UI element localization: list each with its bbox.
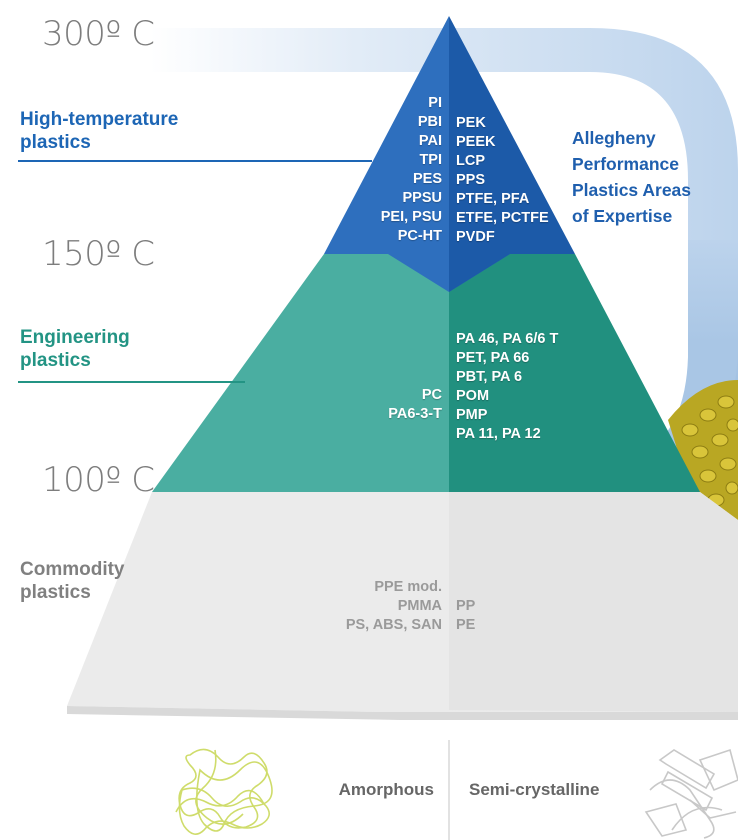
plastic-item: PEEK <box>456 134 496 150</box>
plastic-item: PS, ABS, SAN <box>345 617 442 633</box>
plastic-item: PPSU <box>402 190 443 206</box>
plastic-item: PET, PA 66 <box>456 350 530 366</box>
plastic-item: PI <box>428 95 442 111</box>
expertise-line: Performance <box>572 154 679 174</box>
commodity-category: Commodity plastics <box>20 558 125 604</box>
plastic-item: TPI <box>419 152 442 168</box>
plastic-item: POM <box>456 388 490 404</box>
category-line-1: High-temperature <box>20 109 179 130</box>
high-temp-amorphous-list: PI PBI PAI TPI PES PPSU PEI, PSU PC-HT <box>381 94 442 246</box>
temperature-100-label: 100º C <box>42 460 155 500</box>
plastic-item: PPE mod. <box>374 579 442 595</box>
expertise-label: Allegheny Performance Plastics Areas of … <box>572 125 691 229</box>
plastic-item: PA 11, PA 12 <box>456 426 541 442</box>
plastic-item: PEK <box>456 115 486 131</box>
plastic-item: PTFE, PFA <box>456 191 530 207</box>
expertise-line: of Expertise <box>572 206 673 226</box>
temperature-300-label: 300º C <box>42 14 155 54</box>
plastic-item: PBT, PA 6 <box>456 369 523 385</box>
expertise-line: Plastics Areas <box>572 180 692 200</box>
plastic-item: PC <box>421 387 442 403</box>
high-temperature-category: High-temperature plastics <box>20 108 178 154</box>
category-line-2: plastics <box>20 132 91 153</box>
plastic-item: PA6-3-T <box>388 406 442 422</box>
expertise-line: Allegheny <box>572 128 656 148</box>
amorphous-label: Amorphous <box>338 780 434 799</box>
plastic-item: PES <box>412 171 442 187</box>
plastic-item: ETFE, PCTFE <box>456 210 549 226</box>
commodity-semi-crystalline-list: PP PE <box>456 597 475 635</box>
plastic-item: PAI <box>418 133 442 149</box>
engineering-category: Engineering plastics <box>20 326 130 372</box>
plastic-item: PE <box>456 617 476 633</box>
plastic-item: PA 46, PA 6/6 T <box>456 331 559 347</box>
commodity-tier <box>67 492 738 720</box>
plastic-item: PP <box>456 598 476 614</box>
plastic-item: PMP <box>456 407 488 423</box>
high-temperature-tier <box>324 16 575 292</box>
plastic-item: PBI <box>417 114 442 130</box>
temperature-150-label: 150º C <box>42 234 155 274</box>
category-line-2: plastics <box>20 350 91 371</box>
engineering-amorphous-list: PC PA6-3-T <box>388 386 442 424</box>
category-line-2: plastics <box>20 582 91 603</box>
plastic-item: PPS <box>456 172 486 188</box>
category-line-1: Commodity <box>20 559 125 580</box>
category-line-1: Engineering <box>20 327 130 348</box>
plastic-item: PC-HT <box>397 228 442 244</box>
engineering-semi-crystalline-list: PA 46, PA 6/6 T PET, PA 66 PBT, PA 6 POM… <box>456 330 558 444</box>
engineering-tier <box>152 254 700 492</box>
plastic-item: LCP <box>456 153 485 169</box>
plastic-item: PMMA <box>397 598 442 614</box>
high-temp-semi-crystalline-list: PEK PEEK LCP PPS PTFE, PFA ETFE, PCTFE P… <box>456 114 549 247</box>
commodity-amorphous-list: PPE mod. PMMA PS, ABS, SAN <box>346 578 442 635</box>
semi-crystalline-label: Semi-crystalline <box>469 780 600 799</box>
plastic-item: PVDF <box>456 229 495 245</box>
bottom-area <box>175 740 738 840</box>
plastic-item: PEI, PSU <box>380 209 442 225</box>
